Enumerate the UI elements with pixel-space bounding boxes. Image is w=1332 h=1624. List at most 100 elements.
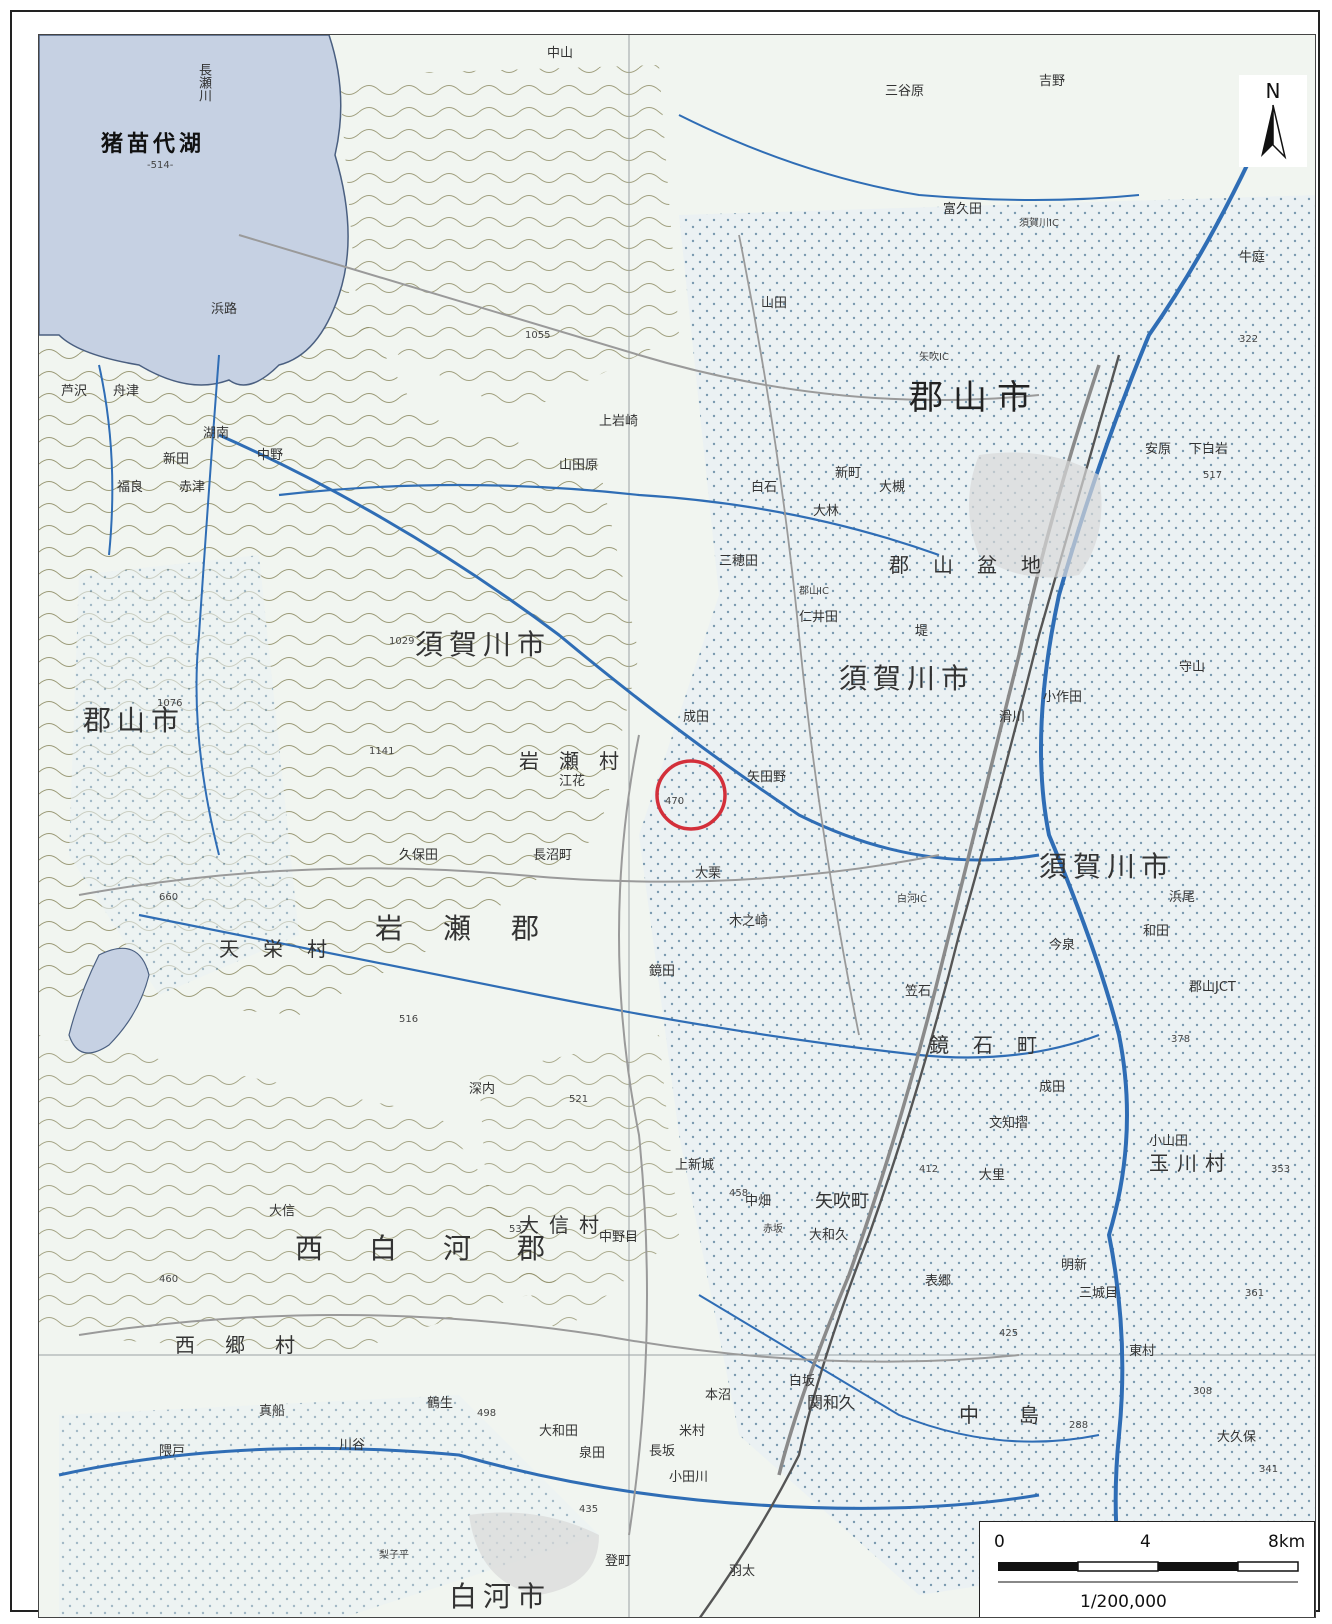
- elevation-label: 470: [665, 796, 685, 807]
- river-tributary: [195, 354, 220, 856]
- place-label: 仁井田: [799, 610, 839, 625]
- place-label: 富久田: [943, 202, 983, 217]
- river-abukuma: [1039, 94, 1281, 1617]
- river-tributary: [678, 114, 1140, 201]
- place-label: 羽太: [729, 1564, 756, 1579]
- place-label: 新田: [163, 452, 190, 467]
- place-label: 大林: [813, 504, 840, 519]
- place-label: 大和久: [809, 1228, 849, 1243]
- place-label: 白石: [751, 480, 778, 495]
- mountain-terrain: [339, 65, 679, 415]
- city-label-koriyama-west: 郡山市: [83, 704, 186, 737]
- place-label: 今泉: [1049, 938, 1076, 953]
- city-label-sukagawa-east: 須賀川市: [1039, 850, 1176, 883]
- place-label: 長沼町: [533, 848, 573, 863]
- lake-hatori: [68, 947, 150, 1054]
- road: [738, 234, 860, 1036]
- elevation-label: 425: [999, 1328, 1019, 1339]
- elevation-label: 458: [729, 1188, 749, 1199]
- city-label-shirakawa: 白河市: [449, 1580, 552, 1613]
- river-tributary: [698, 1294, 1100, 1443]
- district-label-iwase: 岩瀬郡: [375, 912, 580, 945]
- place-label: 東村: [1129, 1344, 1156, 1359]
- urban-shirakawa: [469, 1512, 599, 1595]
- interchange-label: 矢吹IC: [919, 352, 949, 363]
- elevation-label: 498: [477, 1408, 497, 1419]
- place-label: 堤: [915, 624, 929, 639]
- place-label: 江花: [559, 774, 586, 789]
- elevation-label: 412: [919, 1164, 939, 1175]
- place-label: 浜尾: [1169, 890, 1196, 905]
- place-label: 鶴生: [427, 1396, 454, 1411]
- place-label: 芦沢: [61, 384, 88, 399]
- place-label: 米村: [679, 1424, 706, 1439]
- elevation-label: 288: [1069, 1420, 1089, 1431]
- city-label-sukagawa-west: 須賀川市: [415, 628, 552, 661]
- elevation-label: 361: [1245, 1288, 1265, 1299]
- place-label: 文知摺: [989, 1116, 1029, 1131]
- road: [78, 1314, 1020, 1363]
- place-label: 鏡田: [649, 964, 676, 979]
- place-label: 久保田: [399, 848, 439, 863]
- place-label: 中畑: [745, 1194, 772, 1209]
- scale-bar-graphic: [998, 1561, 1299, 1583]
- topographic-map[interactable]: 猪苗代湖 -514- 郡山市 郡山市 須賀川市 須賀川市 須賀川市 白河市 岩瀬…: [38, 34, 1316, 1618]
- place-label: 三谷原: [885, 84, 925, 99]
- district-label-ten-ei: 天栄村: [219, 937, 351, 961]
- place-label: 矢吹町: [815, 1191, 869, 1212]
- place-label: 成田: [1039, 1080, 1066, 1095]
- lake-elevation: -514-: [147, 160, 174, 171]
- place-label: 木之崎: [729, 914, 769, 929]
- scale-bar: 0 4 8km 1/200,000: [979, 1521, 1315, 1617]
- map-canvas: [39, 35, 1315, 1617]
- place-label: 隈戸: [159, 1444, 186, 1459]
- place-label: 長瀬川: [196, 63, 211, 102]
- place-label: 白坂: [789, 1374, 816, 1389]
- district-label-ookuma: 大信村: [519, 1213, 609, 1237]
- place-label: 大槻: [879, 480, 906, 495]
- place-label: 山田: [761, 296, 788, 311]
- elevation-label: 517: [1203, 470, 1223, 481]
- place-label: 関和久: [807, 1393, 856, 1412]
- interchange-label: 梨子平: [379, 1550, 409, 1561]
- place-label: 大栗: [695, 866, 722, 881]
- place-label: 長坂: [649, 1444, 676, 1459]
- location-marker: [655, 759, 727, 831]
- urban-koriyama: [969, 452, 1102, 578]
- north-arrow-icon: [1261, 104, 1287, 160]
- district-label-kagamiishi: 鏡石町: [929, 1033, 1061, 1057]
- paddy-plain: [639, 195, 1315, 1595]
- interchange-label: 郡山IC: [799, 586, 829, 597]
- place-label: 大里: [979, 1168, 1006, 1183]
- scale-tick-8: 8km: [1268, 1532, 1306, 1552]
- place-label: 守山: [1179, 660, 1206, 675]
- district-label-nishi-shirakawa: 西白河郡: [295, 1232, 592, 1265]
- city-label-koriyama: 郡山市: [909, 378, 1041, 418]
- place-label: 中山: [547, 46, 574, 61]
- scale-ratio: 1/200,000: [1080, 1592, 1167, 1612]
- paddy-plain: [59, 1395, 599, 1617]
- place-label: 大和田: [539, 1424, 579, 1439]
- place-label: 深内: [469, 1082, 496, 1097]
- elevation-label: 341: [1259, 1464, 1279, 1475]
- place-label: 和田: [1143, 924, 1170, 939]
- place-label: 上新城: [675, 1158, 715, 1173]
- scale-tick-0: 0: [994, 1532, 1005, 1552]
- place-label: 小山田: [1149, 1134, 1189, 1149]
- elevation-label: 435: [579, 1504, 599, 1515]
- place-label: 三穂田: [719, 554, 759, 569]
- place-label: 赤津: [179, 480, 206, 495]
- elevation-label: 322: [1239, 334, 1259, 345]
- paddy-plain: [69, 555, 299, 995]
- place-label: 笠石: [905, 984, 932, 999]
- road: [78, 854, 940, 896]
- place-label: 滑川: [999, 710, 1026, 725]
- place-label: 舟津: [113, 384, 140, 399]
- elevation-label: 460: [159, 1274, 179, 1285]
- place-label: 中野: [257, 448, 284, 463]
- place-label: 三城目: [1079, 1286, 1119, 1301]
- place-label: 吉野: [1039, 74, 1066, 89]
- elevation-label: 1029: [389, 636, 415, 647]
- river-shakado: [218, 433, 1040, 862]
- place-label: 泉田: [579, 1446, 606, 1461]
